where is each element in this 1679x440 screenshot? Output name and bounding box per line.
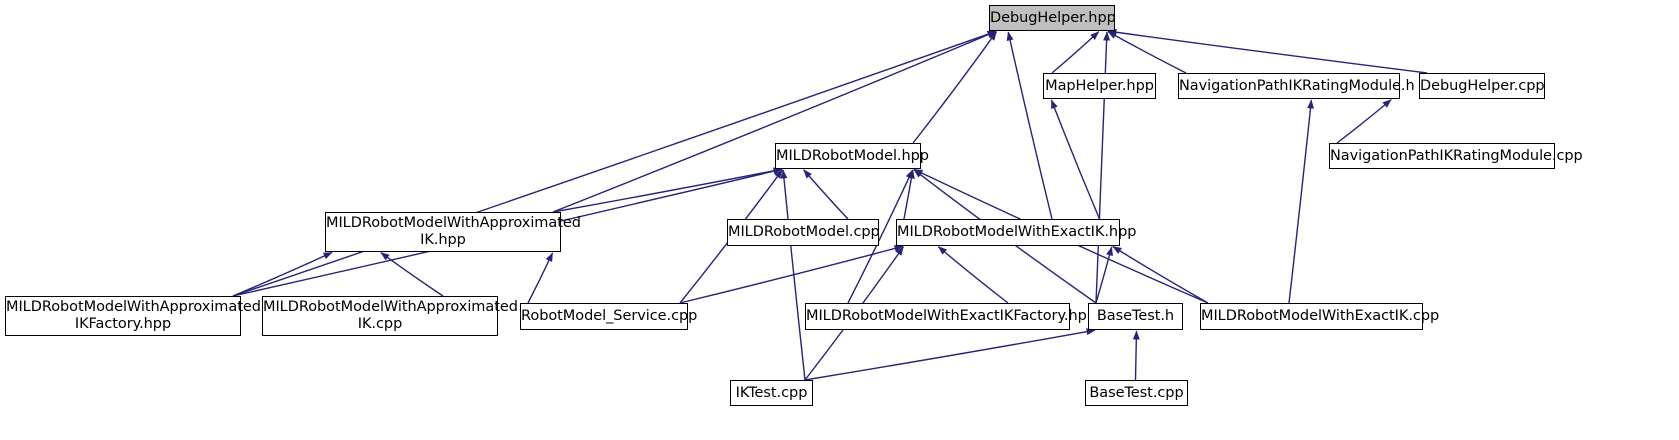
graph-edge-debughelper_cpp-to-debughelper_hpp (1107, 28, 1428, 74)
graph-edge-mildrobotmodelwithapproximatedikfactory_hpp-to-mildrobotmodelwithapproximatedik_hpp (232, 251, 333, 297)
graph-edge-mildrobotmodelwithexactik_cpp-to-navigationpathikratingmodule_h (1288, 99, 1314, 304)
graph-edge-navigationpathikratingmodule_cpp-to-navigationpathikratingmodule_h (1336, 99, 1392, 144)
graph-node-navigationpathikratingmodule_cpp[interactable]: NavigationPathIKRatingModule.cpp (1329, 143, 1583, 169)
graph-node-label: BaseTest.h (1096, 308, 1175, 324)
graph-edge-maphelper_hpp-to-debughelper_hpp (1051, 31, 1100, 74)
graph-edge-robotmodel_service_cpp-to-mildrobotmodelwithapproximatedik_hpp (527, 252, 554, 304)
graph-edge-iktest_cpp-to-basetest_h (804, 328, 1096, 381)
graph-edge-mildrobotmodel_hpp-to-debughelper_hpp (912, 31, 997, 144)
graph-edge-basetest_h-to-mildrobotmodelwithexactik_hpp (1095, 246, 1113, 304)
graph-edge-mildrobotmodelwithexactikfactory_hpp-to-mildrobotmodelwithexactik_hpp (937, 246, 1009, 304)
graph-node-label: MILDRobotModelWithExactIK.hpp (897, 224, 1137, 240)
graph-node-label: MILDRobotModelWithApproximated IK.hpp (326, 215, 581, 248)
graph-edge-mildrobotmodelwithexactik_hpp-to-maphelper_hpp (1050, 99, 1101, 220)
graph-edge-basetest_cpp-to-basetest_h (1132, 330, 1140, 381)
graph-node-basetest_h[interactable]: BaseTest.h (1088, 303, 1183, 330)
graph-node-label: DebugHelper.cpp (1420, 77, 1545, 94)
graph-node-mildrobotmodel_hpp[interactable]: MILDRobotModel.hpp (775, 143, 929, 169)
graph-edge-mildrobotmodelwithexactik_hpp-to-mildrobotmodel_hpp (903, 169, 915, 220)
graph-node-label: MILDRobotModelWithExactIKFactory.hpp (806, 308, 1096, 324)
graph-node-label: DebugHelper.hpp (990, 9, 1116, 26)
graph-node-label: MapHelper.hpp (1045, 77, 1154, 94)
graph-node-mildrobotmodelwithapproximatedik_cpp[interactable]: MILDRobotModelWithApproximated IK.cpp (262, 296, 518, 336)
graph-node-label: MILDRobotModelWithExactIK.cpp (1201, 308, 1440, 324)
graph-node-iktest_cpp[interactable]: IKTest.cpp (730, 380, 813, 406)
graph-node-mildrobotmodelwithexactik_cpp[interactable]: MILDRobotModelWithExactIK.cpp (1200, 303, 1440, 330)
graph-node-mildrobotmodelwithapproximatedikfactory_hpp[interactable]: MILDRobotModelWithApproximated IKFactory… (5, 296, 261, 336)
graph-node-mildrobotmodelwithexactik_hpp[interactable]: MILDRobotModelWithExactIK.hpp (896, 219, 1137, 246)
graph-edge-mildrobotmodelwithexactik_cpp-to-mildrobotmodelwithexactik_hpp (1112, 245, 1209, 304)
graph-node-label: MILDRobotModelWithApproximated IKFactory… (6, 299, 261, 332)
graph-edge-mildrobotmodelwithapproximatedik_cpp-to-mildrobotmodelwithapproximatedik_hpp (380, 252, 444, 297)
graph-edge-mildrobotmodelwithexactik_hpp-to-debughelper_hpp (1006, 31, 1053, 220)
graph-node-mildrobotmodelwithapproximatedik_hpp[interactable]: MILDRobotModelWithApproximated IK.hpp (325, 212, 581, 252)
graph-edge-mildrobotmodel_cpp-to-mildrobotmodel_hpp (803, 169, 849, 220)
graph-edge-navigationpathikratingmodule_h-to-debughelper_hpp (1107, 30, 1187, 74)
graph-node-navigationpathikratingmodule_h[interactable]: NavigationPathIKRatingModule.h (1178, 73, 1415, 99)
graph-node-debughelper_cpp[interactable]: DebugHelper.cpp (1419, 73, 1545, 99)
graph-node-label: MILDRobotModelWithApproximated IK.cpp (263, 299, 518, 332)
graph-edge-mildrobotmodelwithapproximatedik_hpp-to-mildrobotmodel_hpp (552, 167, 783, 213)
graph-edge-robotmodel_service_cpp-to-mildrobotmodelwithexactik_hpp (679, 245, 904, 304)
graph-node-robotmodel_service_cpp[interactable]: RobotModel_Service.cpp (520, 303, 698, 330)
graph-node-debughelper_hpp[interactable]: DebugHelper.hpp (989, 5, 1116, 31)
graph-node-label: RobotModel_Service.cpp (521, 308, 698, 324)
graph-node-label: BaseTest.cpp (1089, 384, 1184, 401)
graph-node-label: IKTest.cpp (735, 384, 808, 401)
graph-node-basetest_cpp[interactable]: BaseTest.cpp (1085, 380, 1188, 406)
graph-edge-iktest_cpp-to-mildrobotmodel_hpp (780, 169, 806, 381)
graph-node-mildrobotmodelwithexactikfactory_hpp[interactable]: MILDRobotModelWithExactIKFactory.hpp (805, 303, 1096, 330)
graph-node-mildrobotmodel_cpp[interactable]: MILDRobotModel.cpp (727, 219, 880, 246)
graph-node-label: MILDRobotModel.hpp (776, 147, 929, 164)
graph-node-label: NavigationPathIKRatingModule.cpp (1330, 147, 1583, 164)
graph-node-maphelper_hpp[interactable]: MapHelper.hpp (1043, 73, 1156, 99)
graph-edge-mildrobotmodelwithapproximatedik_hpp-to-debughelper_hpp (552, 30, 997, 213)
graph-node-label: MILDRobotModel.cpp (728, 224, 880, 240)
graph-node-label: NavigationPathIKRatingModule.h (1179, 77, 1415, 94)
